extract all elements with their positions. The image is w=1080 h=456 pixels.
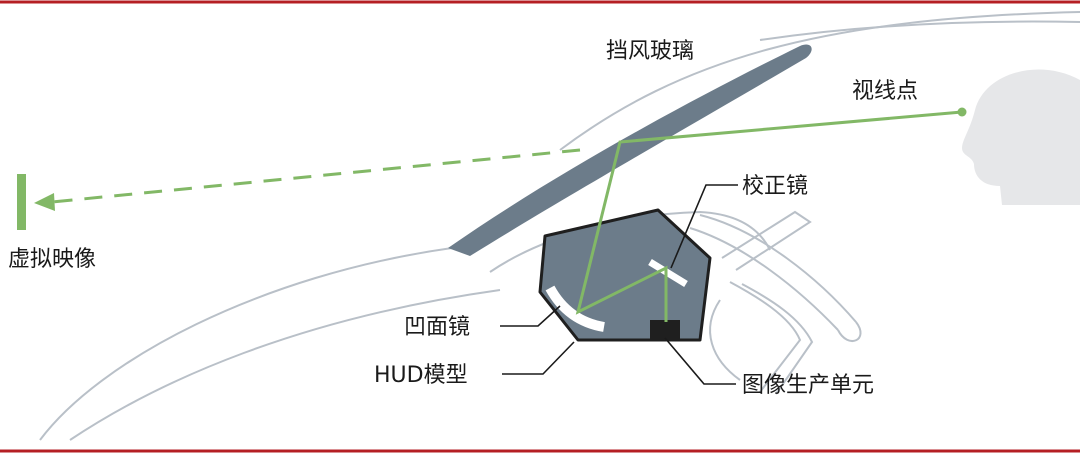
windshield-glass xyxy=(448,44,812,257)
car-hood-outline xyxy=(39,246,471,441)
light-path xyxy=(575,110,963,322)
car-lower-outline xyxy=(69,289,501,441)
virtual-ray-dashed xyxy=(51,148,581,204)
label-virtual-image: 虚拟映像 xyxy=(8,247,96,272)
image-production-unit xyxy=(650,320,680,340)
label-windshield: 挡风玻璃 xyxy=(606,39,694,64)
leader-lines xyxy=(500,184,738,385)
hud-leader xyxy=(502,341,575,375)
car-roof-inner-outline xyxy=(759,20,1080,41)
driver-head xyxy=(962,69,1080,205)
virtual-image-bar xyxy=(17,174,26,230)
label-corrector-mirror: 校正镜 xyxy=(742,174,808,199)
concave-leader xyxy=(500,305,561,327)
label-image-unit: 图像生产单元 xyxy=(742,373,874,398)
car-roof-outline xyxy=(559,11,1080,151)
image-unit-leader xyxy=(664,337,736,385)
viewpoint-dot xyxy=(957,107,967,117)
label-concave-mirror: 凹面镜 xyxy=(404,315,470,340)
corrector-leader xyxy=(670,184,738,269)
corrector-mirror xyxy=(648,259,688,287)
steering-wheel xyxy=(689,210,862,395)
virtual-ray-arrowhead xyxy=(34,193,55,211)
label-hud-module: HUD模型 xyxy=(374,363,468,388)
car-dashboard-outline xyxy=(489,210,771,273)
hud-module-box xyxy=(538,208,712,342)
label-viewpoint: 视线点 xyxy=(852,79,918,104)
concave-mirror xyxy=(545,285,605,332)
